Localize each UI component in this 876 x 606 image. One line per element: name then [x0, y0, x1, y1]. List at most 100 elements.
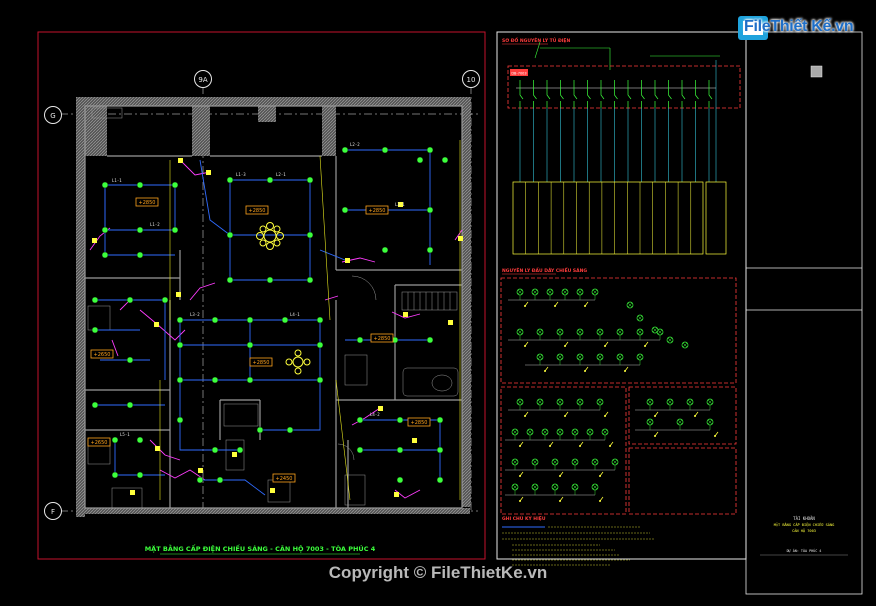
svg-text:L1-3: L1-3 — [236, 172, 246, 177]
switch-pivot — [559, 500, 561, 502]
circuit-labels: L1-1 L1-2 L1-3 L2-1 L2-2 L3-1 L3-2 L4-1 … — [112, 142, 405, 437]
switch-pivot — [599, 475, 601, 477]
room-tag: +2650 — [90, 349, 114, 359]
switch-pivot — [624, 370, 626, 372]
switch-pivot — [714, 435, 716, 437]
wiring-box-1 — [500, 277, 737, 384]
panel-label: DB-7003 — [511, 72, 526, 76]
wall-top — [76, 97, 470, 106]
floor-plan: +2850 +2850 +2850 +2650 +2850 +2450 +285… — [76, 97, 471, 555]
svg-text:+2850: +2850 — [139, 200, 156, 206]
chandelier-living — [256, 222, 284, 250]
breaker-symbol — [695, 88, 699, 108]
grid-bubble-f: F — [44, 502, 62, 520]
switch-pivot — [644, 345, 646, 347]
grid-bubble-10: 10 — [462, 70, 480, 88]
svg-text:L2-2: L2-2 — [350, 142, 360, 147]
room-tag: +2450 — [272, 473, 296, 483]
wiring-box-2 — [500, 386, 627, 515]
watermark-logo: FileThiết Kế.vn — [738, 14, 854, 42]
switch-pivot — [564, 415, 566, 417]
title-block-stamp — [810, 65, 823, 78]
switch-pivot — [519, 500, 521, 502]
breaker-symbol — [641, 88, 645, 108]
column-top-left — [85, 106, 107, 156]
room-tag: +2850 — [135, 197, 159, 207]
breaker-symbol — [708, 88, 713, 108]
switch-pivot — [609, 445, 611, 447]
breaker-symbol — [533, 88, 537, 108]
watermark-logo-text: FileThiết Kế.vn — [744, 18, 854, 35]
title-block-line4: DỰ ÁN: TÒA PHÚC 4 — [787, 548, 822, 553]
grid-bubble-f-label: F — [51, 508, 55, 516]
svg-text:L1-1: L1-1 — [112, 178, 122, 183]
wiring-box-3 — [628, 386, 737, 445]
notes-title: GHI CHÚ KÝ HIỆU — [502, 514, 546, 522]
switch-pivot — [519, 475, 521, 477]
switch-pivot — [694, 415, 696, 417]
sheet-frame-left — [37, 31, 486, 560]
title-block-line2: MẶT BẰNG CẤP ĐIỆN CHIẾU SÁNG — [774, 522, 835, 527]
room-tag: +2850 — [407, 417, 431, 427]
plan-title: MẶT BẰNG CẤP ĐIỆN CHIẾU SÁNG - CĂN HỘ 70… — [145, 543, 376, 553]
room-tag: +2850 — [249, 357, 273, 367]
switch-pivot — [654, 415, 656, 417]
svg-text:+2850: +2850 — [374, 336, 391, 342]
switch-pivot — [604, 415, 606, 417]
breaker-symbol — [654, 88, 659, 108]
switch-pivot — [544, 370, 546, 372]
sheet-frame-right — [496, 31, 747, 560]
svg-text:L2-1: L2-1 — [276, 172, 286, 177]
wall-right — [462, 97, 471, 507]
circuit-table-spare — [705, 181, 727, 255]
grid-bubble-10-label: 10 — [467, 76, 476, 84]
column-balcony — [258, 106, 276, 122]
svg-text:L3-1: L3-1 — [395, 202, 405, 207]
breaker-symbol — [573, 88, 578, 108]
switch-pivot — [579, 445, 581, 447]
wall-bottom — [76, 508, 470, 514]
switch-pivot — [524, 345, 526, 347]
switch-pivot — [584, 305, 586, 307]
switch-pivot — [524, 305, 526, 307]
switch-pivot — [519, 445, 521, 447]
circuit-table — [512, 181, 704, 255]
switch-pivot — [584, 370, 586, 372]
title-block-line3: CĂN HỘ 7003 — [792, 528, 816, 533]
legend-lines — [502, 526, 655, 566]
svg-text:L4-2: L4-2 — [370, 412, 380, 417]
svg-text:+2850: +2850 — [369, 208, 386, 214]
room-tag: +2650 — [87, 437, 111, 447]
switch-pivot — [554, 305, 556, 307]
switch-pivot — [559, 475, 561, 477]
svg-text:+2650: +2650 — [94, 352, 111, 358]
chandelier-dining — [285, 349, 311, 375]
svg-text:+2650: +2650 — [91, 440, 108, 446]
wiring-title: NGUYÊN LÝ ĐẤU DÂY CHIẾU SÁNG — [502, 266, 587, 274]
switch-pivot — [549, 445, 551, 447]
room-tag: +2850 — [365, 205, 389, 215]
room-tag: +2850 — [245, 205, 269, 215]
svg-text:L1-2: L1-2 — [150, 222, 160, 227]
file-icon — [738, 16, 768, 40]
grid-bubble-g: G — [44, 106, 62, 124]
svg-text:L4-1: L4-1 — [290, 312, 300, 317]
wiring-box-4 — [628, 447, 737, 515]
column-top-right — [322, 106, 336, 156]
grid-bubble-9a: 9A — [194, 70, 212, 88]
title-block-line1: TÀI KHOẢN — [793, 516, 815, 521]
switch-pivot — [604, 345, 606, 347]
breaker-symbol — [587, 88, 591, 108]
watermark-copyright: Copyright © FileThietKe.vn — [328, 563, 548, 582]
svg-text:L5-1: L5-1 — [120, 432, 130, 437]
room-tag: +2850 — [370, 333, 394, 343]
switch-pivot — [564, 345, 566, 347]
breaker-symbol — [600, 88, 605, 108]
feeder-lines — [519, 60, 717, 182]
column-top-mid — [192, 106, 210, 156]
breaker-symbol — [519, 88, 524, 108]
switch-pivot — [599, 500, 601, 502]
wiring-diagrams — [505, 288, 719, 502]
breaker-symbol — [627, 88, 632, 108]
